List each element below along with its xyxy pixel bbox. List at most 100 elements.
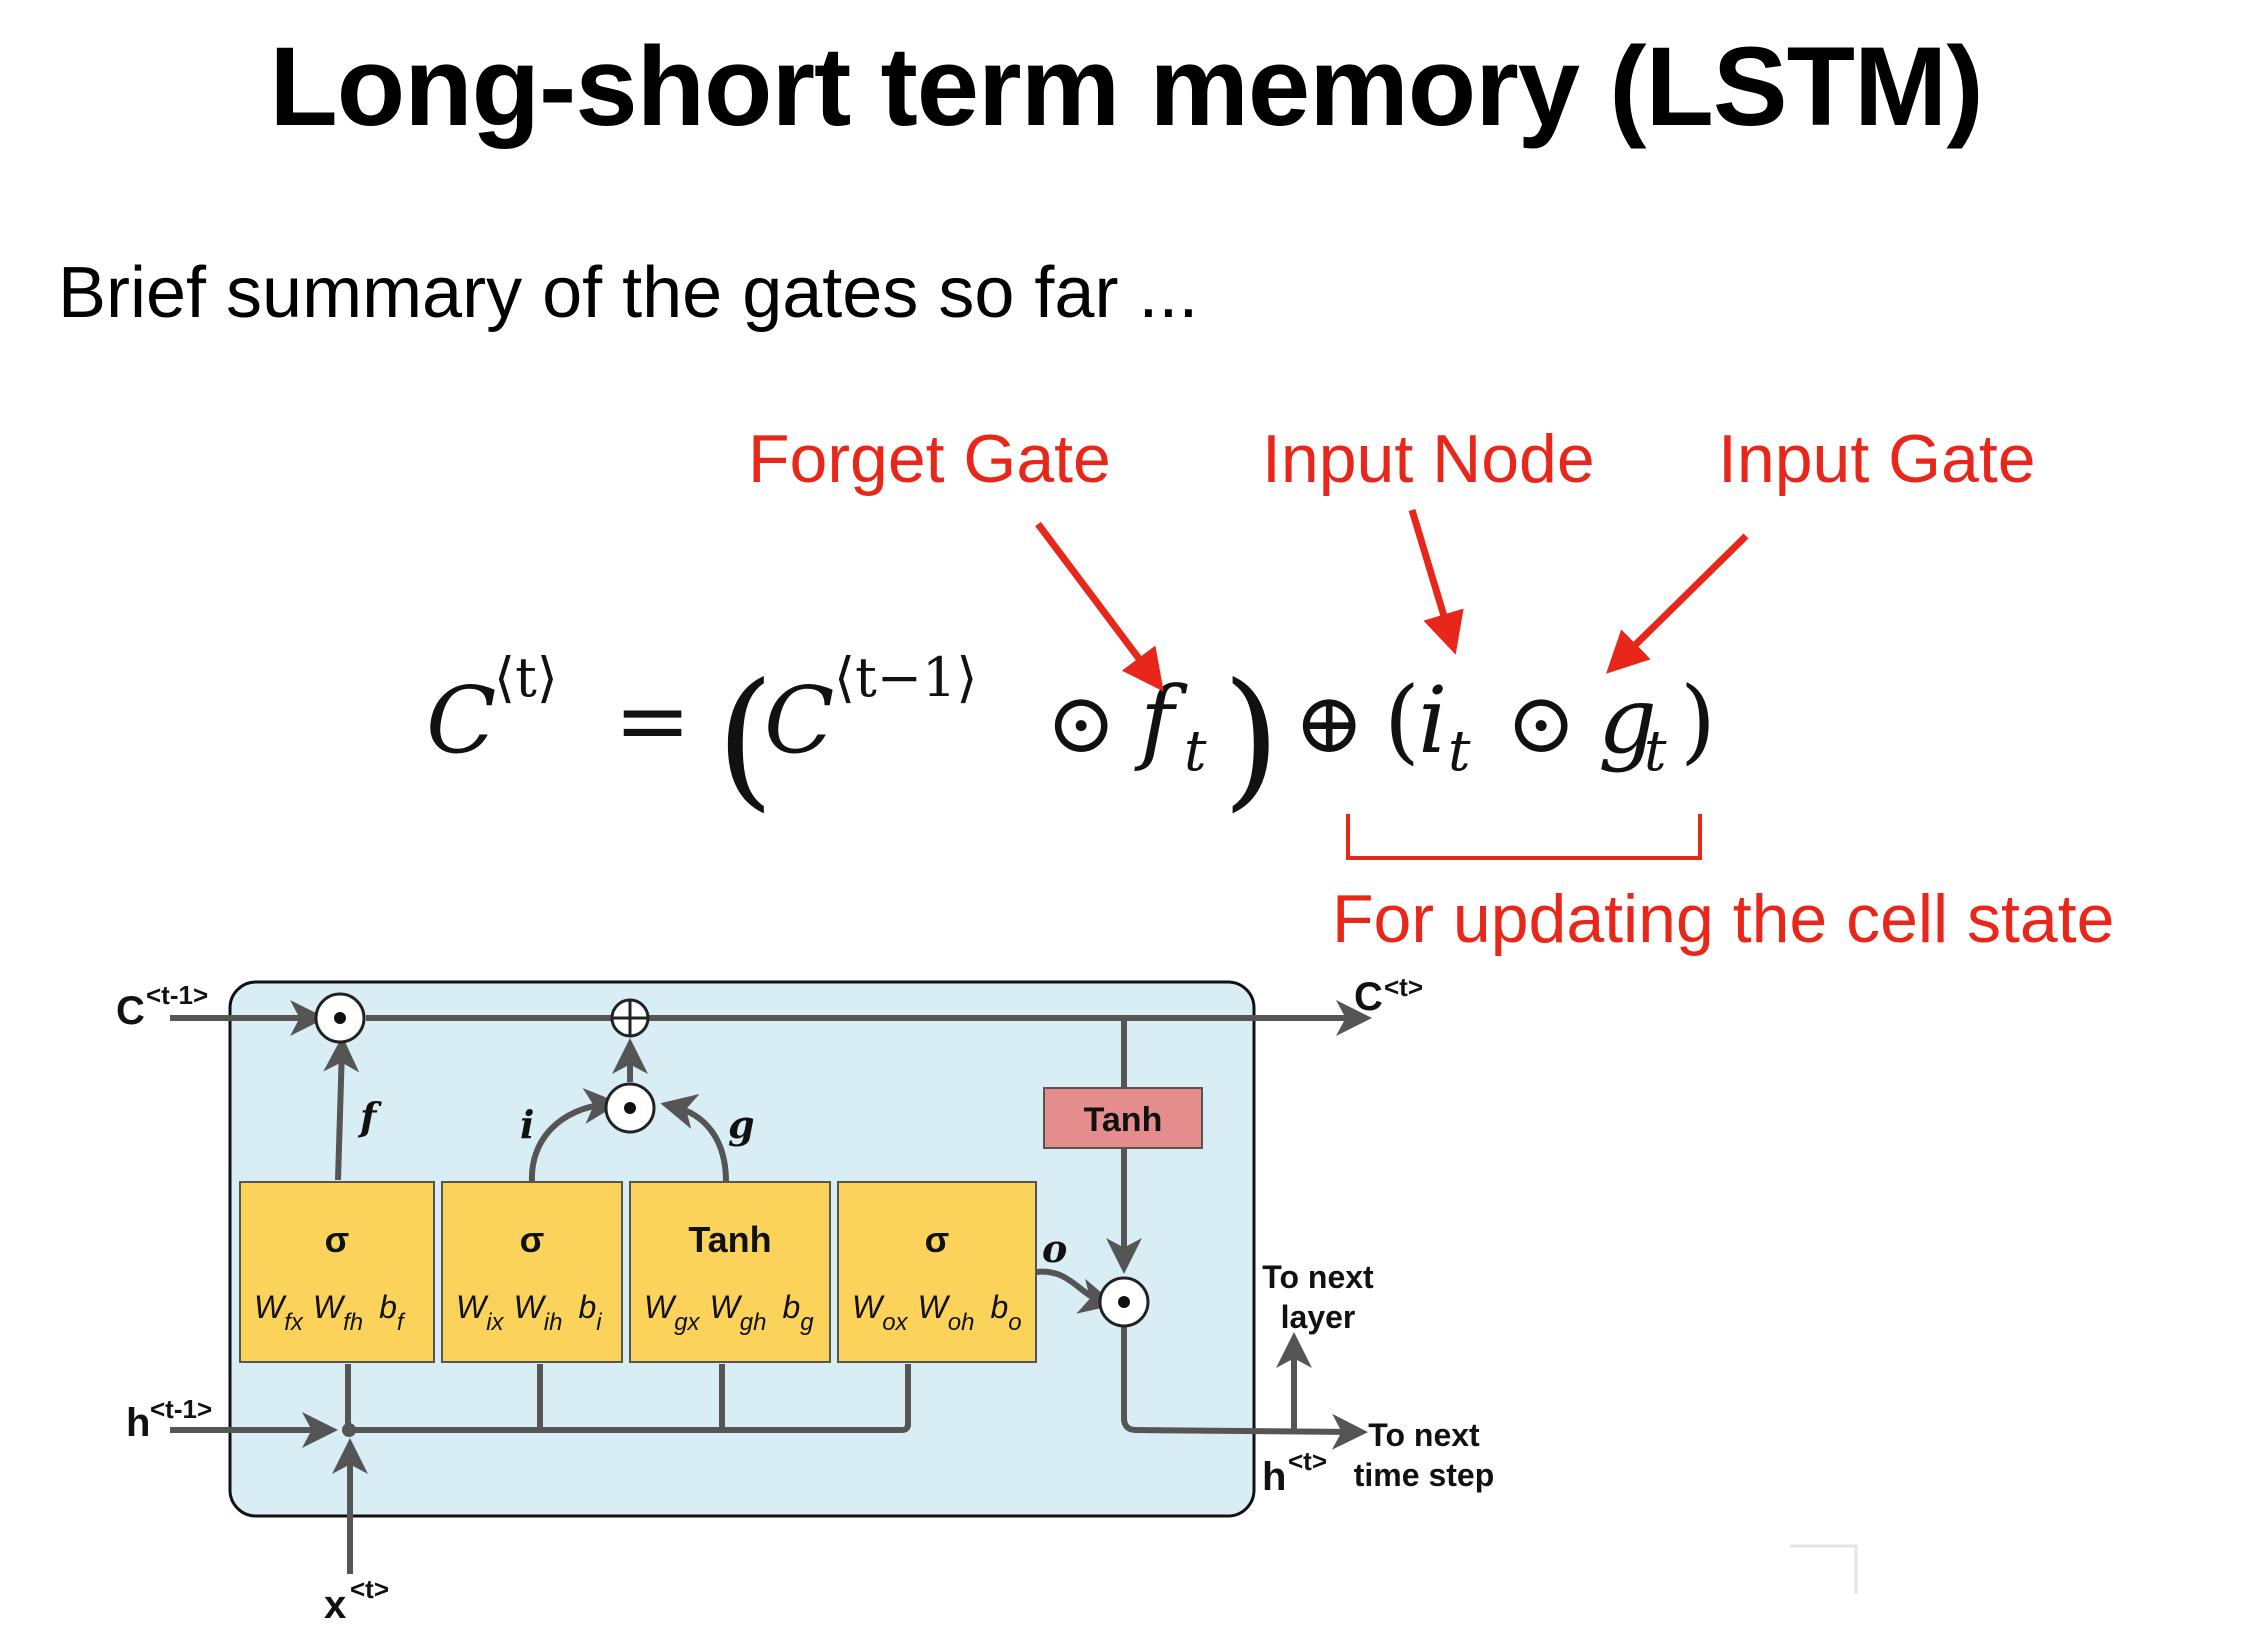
junction-dot [342, 1423, 356, 1437]
gate-params: Wgx Wgh bg [644, 1289, 816, 1336]
eq-odot-2: ⊙ [1506, 674, 1576, 772]
gate-params: Wix Wih bi [456, 1289, 604, 1336]
next-layer-label-line2: layer [1281, 1299, 1356, 1335]
cell-update-label: For updating the cell state [1332, 881, 2115, 957]
eq-open-paren: ( [716, 652, 775, 826]
input-gate-label: Input Gate [1718, 421, 2036, 497]
forget-gate-arrow [1035, 521, 1164, 692]
g-line [660, 1093, 729, 1183]
gate-box-bg [239, 1181, 435, 1363]
eq-c-lhs: C [426, 667, 496, 774]
gate-param-subscript: i [596, 1309, 602, 1336]
input-node-label: Input Node [1262, 421, 1595, 497]
o-line [1035, 1268, 1116, 1314]
input-node-arrow [1408, 508, 1464, 655]
x-in-label: x [324, 1583, 346, 1626]
add-node-plus [612, 1000, 648, 1036]
forget-gate-label: Forget Gate [748, 421, 1111, 497]
gate-param-symbol: W [852, 1289, 885, 1325]
next-layer-label-line1: To next [1262, 1259, 1374, 1295]
c-out-label: C [1354, 975, 1383, 1019]
slide-subtitle: Brief summary of the gates so far ... [58, 253, 1199, 333]
gate-param-subscript: fh [343, 1309, 363, 1336]
gate-param-subscript: oh [948, 1309, 975, 1336]
h-prev-superscript: <t-1> [150, 1394, 212, 1424]
gate-param-symbol: b [783, 1289, 801, 1325]
gate-param-symbol: b [991, 1289, 1009, 1325]
gate-activation-label: Tanh [688, 1219, 771, 1260]
gate-param-symbol: W [644, 1289, 677, 1325]
eq-oplus: ⊕ [1294, 674, 1364, 772]
gate-param-symbol: W [456, 1289, 489, 1325]
o-label: o [1042, 1226, 1067, 1271]
eq-g-subscript: t [1644, 719, 1667, 784]
next-step-label-line1: To next [1368, 1417, 1480, 1453]
bus-corner [901, 1423, 911, 1433]
cell-state-equation: C ⟨t⟩ = ( C ⟨t−1⟩ ⊙ f t ) ⊕ ( i t ⊙ g t … [426, 646, 1716, 826]
gate-param-symbol: W [313, 1289, 346, 1325]
eq-open-paren-2: ( [1384, 667, 1420, 774]
gate-param-subscript: g [800, 1309, 814, 1336]
gate-activation-label: σ [925, 1219, 950, 1260]
gate-box-bg [837, 1181, 1037, 1363]
eq-g: g [1598, 667, 1657, 774]
c-out-superscript: <t> [1384, 972, 1423, 1002]
gate-params: Wox Woh bo [852, 1289, 1024, 1336]
input-gate-arrow [1606, 533, 1749, 674]
gate-box-bg [629, 1181, 831, 1363]
gate-param-symbol: b [578, 1289, 596, 1325]
eq-close-paren: ) [1222, 652, 1281, 826]
gate-param-subscript: ih [544, 1309, 563, 1336]
c-prev-superscript: <t-1> [146, 980, 208, 1010]
g-label: g [728, 1102, 755, 1147]
eq-f-subscript: t [1184, 719, 1207, 784]
gate-activation-label: σ [325, 1219, 350, 1260]
gate-box-bg [441, 1181, 623, 1363]
f-line [323, 1036, 360, 1181]
gate-param-symbol: W [514, 1289, 547, 1325]
i-line [528, 1088, 620, 1183]
cell-connections [170, 1000, 1372, 1574]
x-in-superscript: <t> [350, 1574, 389, 1604]
gate-param-subscript: gx [674, 1309, 700, 1336]
eq-f: f [1134, 667, 1188, 774]
gate-param-subscript: o [1008, 1309, 1021, 1336]
gate-param-symbol: b [379, 1289, 397, 1325]
gate-param-subscript: ox [882, 1309, 908, 1336]
eq-i: i [1418, 667, 1447, 774]
gate-param-subscript: f [397, 1309, 406, 1336]
gate-param-subscript: gh [740, 1309, 767, 1336]
eq-c-lhs-superscript: ⟨t⟩ [494, 646, 558, 709]
h-out-line [1121, 1324, 1368, 1450]
corner-mark [1790, 1544, 1858, 1594]
cell-tanh-box [1043, 1087, 1203, 1149]
h-prev-label: h [126, 1401, 150, 1445]
gate-param-subscript: ix [486, 1309, 504, 1336]
cell-tanh-label: Tanh [1084, 1101, 1163, 1139]
eq-i-subscript: t [1448, 719, 1471, 784]
eq-c-prev-superscript: ⟨t−1⟩ [834, 646, 977, 709]
gate-params: Wfx Wfh bf [254, 1289, 406, 1336]
gate-param-symbol: W [918, 1289, 951, 1325]
slide-title: Long-short term memory (LSTM) [269, 24, 1983, 149]
h-out-label: h [1262, 1455, 1286, 1499]
gate-activation-label: σ [520, 1219, 545, 1260]
next-step-label-line2: time step [1354, 1457, 1494, 1493]
cell-update-bracket [1346, 814, 1702, 860]
h-out-superscript: <t> [1288, 1446, 1327, 1476]
gate-param-subscript: fx [284, 1309, 304, 1336]
eq-close-paren-2: ) [1680, 667, 1716, 774]
eq-c-prev: C [764, 667, 834, 774]
i-label: i [520, 1102, 534, 1147]
eq-odot-1: ⊙ [1046, 674, 1116, 772]
c-prev-label: C [116, 989, 145, 1033]
eq-equals: = [614, 667, 691, 774]
gate-param-symbol: W [254, 1289, 287, 1325]
